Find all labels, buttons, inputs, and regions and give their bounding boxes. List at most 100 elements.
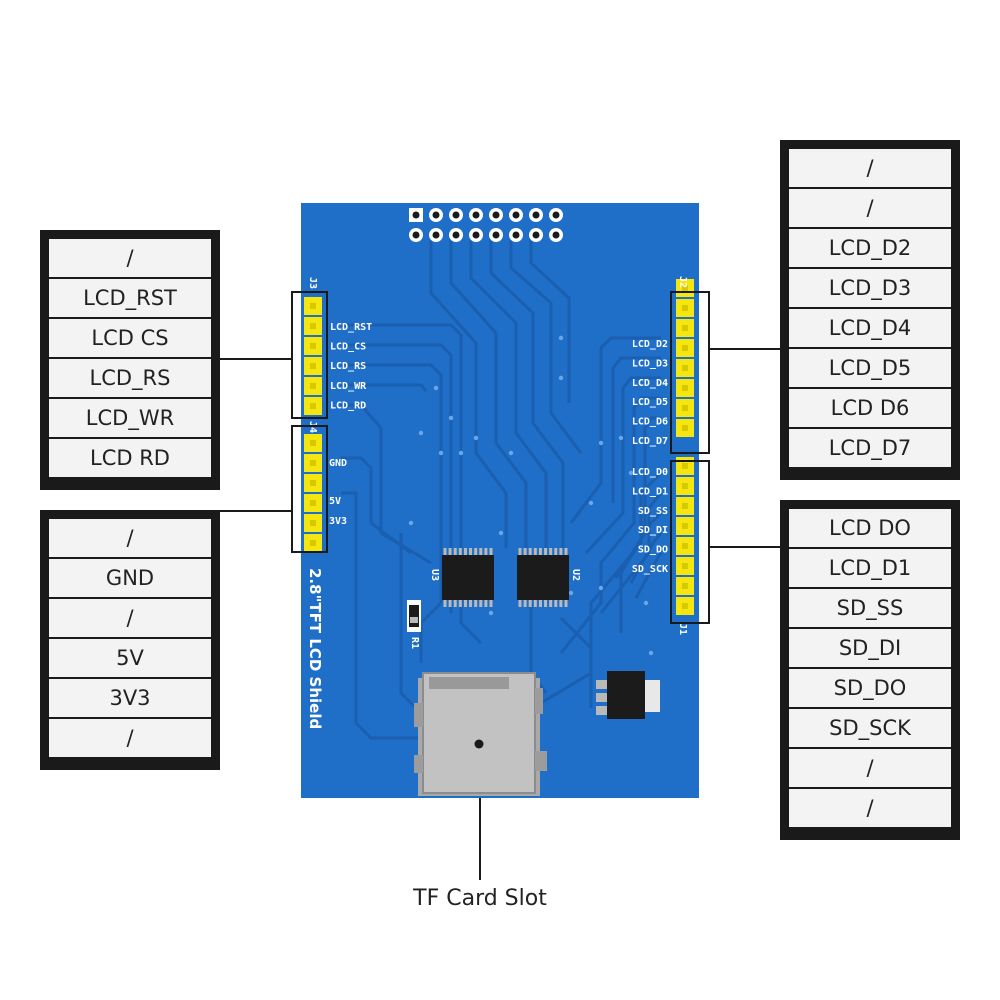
ic-lead [479, 599, 483, 607]
pin-cell: SD_DI [789, 629, 951, 667]
silk-label: LCD_D7 [632, 436, 668, 447]
ic-lead [463, 599, 467, 607]
header-hole [432, 211, 440, 219]
via [643, 600, 649, 606]
silk-label: LCD_D1 [632, 486, 668, 497]
pin-cell: LCD CS [49, 319, 211, 357]
pin-tip [682, 603, 688, 609]
silk-label: 5V [329, 496, 341, 507]
leader-right-top [708, 348, 780, 350]
ic-lead [544, 548, 548, 556]
pin-cell: 3V3 [49, 679, 211, 717]
leader-right-bottom [708, 546, 780, 548]
silk-label: LCD_CS [330, 342, 366, 353]
pin-tip [682, 425, 688, 431]
ic-lead [443, 599, 447, 607]
ic-lead [469, 548, 473, 556]
pin-cell: GND [49, 559, 211, 597]
top-pin-header [409, 208, 563, 242]
ic-lead [443, 548, 447, 556]
pin-cell: / [49, 519, 211, 557]
ic-lead [554, 599, 558, 607]
pcb-traces [341, 238, 663, 740]
ic-u2 [517, 548, 569, 607]
regulator-lead [596, 693, 608, 702]
designator-j2: J2 [677, 276, 688, 288]
ic-u3 [442, 548, 494, 607]
pin-cell: / [789, 149, 951, 187]
designator-r1: R1 [409, 637, 420, 649]
pin-cell: 5V [49, 639, 211, 677]
via [628, 470, 634, 476]
pcb-trace [449, 238, 528, 548]
ic-lead [549, 548, 553, 556]
tf-card-slot [414, 672, 547, 796]
pin-tip [682, 325, 688, 331]
pcb-vias [408, 335, 654, 656]
pin-tip [682, 385, 688, 391]
ic-lead [528, 548, 532, 556]
pin-cell: SD_DO [789, 669, 951, 707]
silk-label: LCD_RST [330, 322, 372, 333]
ic-body [442, 555, 494, 600]
pcb-trace [469, 238, 548, 548]
header-hole [552, 231, 560, 239]
header-hole [532, 231, 540, 239]
pin-tip [682, 285, 688, 291]
pin-tip [682, 563, 688, 569]
pin-cell: LCD D6 [789, 389, 951, 427]
header-hole [512, 211, 520, 219]
resistor-cap [410, 617, 418, 623]
pin-tip [682, 503, 688, 509]
pin-tip [310, 383, 316, 389]
header-outline-j3 [291, 291, 328, 419]
pin-cell: SD_SCK [789, 709, 951, 747]
sd-slot-tab [535, 751, 547, 771]
pin-cell: / [49, 239, 211, 277]
pin-tip [310, 500, 316, 506]
board-title: 2.8"TFT LCD Shield [306, 568, 324, 729]
voltage-regulator [596, 671, 660, 719]
silk-label: LCD_RS [330, 361, 366, 372]
pin-tip [310, 520, 316, 526]
via [558, 335, 564, 341]
leader-left-top [220, 358, 292, 360]
header-pins [304, 279, 694, 615]
pin-cell: / [49, 719, 211, 757]
ic-lead [564, 599, 568, 607]
ic-lead [559, 548, 563, 556]
pin-tip [310, 323, 316, 329]
ic-lead [469, 599, 473, 607]
pin-tip [310, 440, 316, 446]
silk-label: SD_DI [638, 525, 668, 536]
pcb-trace [559, 616, 593, 708]
regulator-tab [645, 680, 660, 712]
leader-tf-card [479, 745, 481, 880]
ic-lead [528, 599, 532, 607]
resistor-r1 [407, 600, 421, 632]
header-outline-j2 [670, 291, 710, 454]
resistor-body [409, 605, 419, 627]
ic-lead [564, 548, 568, 556]
header-hole [472, 231, 480, 239]
pcb-trace [529, 238, 571, 403]
sd-slot-tab [535, 688, 543, 714]
pcb-trace [341, 456, 412, 555]
regulator-body [607, 671, 645, 719]
via [648, 650, 654, 656]
pin-tip [682, 523, 688, 529]
silk-label: LCD_WR [330, 381, 367, 392]
pin-cell: / [789, 749, 951, 787]
pin-tip [310, 343, 316, 349]
designator-u3: U3 [429, 569, 440, 581]
header-hole [432, 231, 440, 239]
pin-tip [310, 303, 316, 309]
pin-cell: / [49, 599, 211, 637]
pcb-trace [429, 238, 508, 548]
via [498, 530, 504, 536]
pcb-trace [489, 238, 565, 548]
regulator-lead [596, 680, 608, 689]
